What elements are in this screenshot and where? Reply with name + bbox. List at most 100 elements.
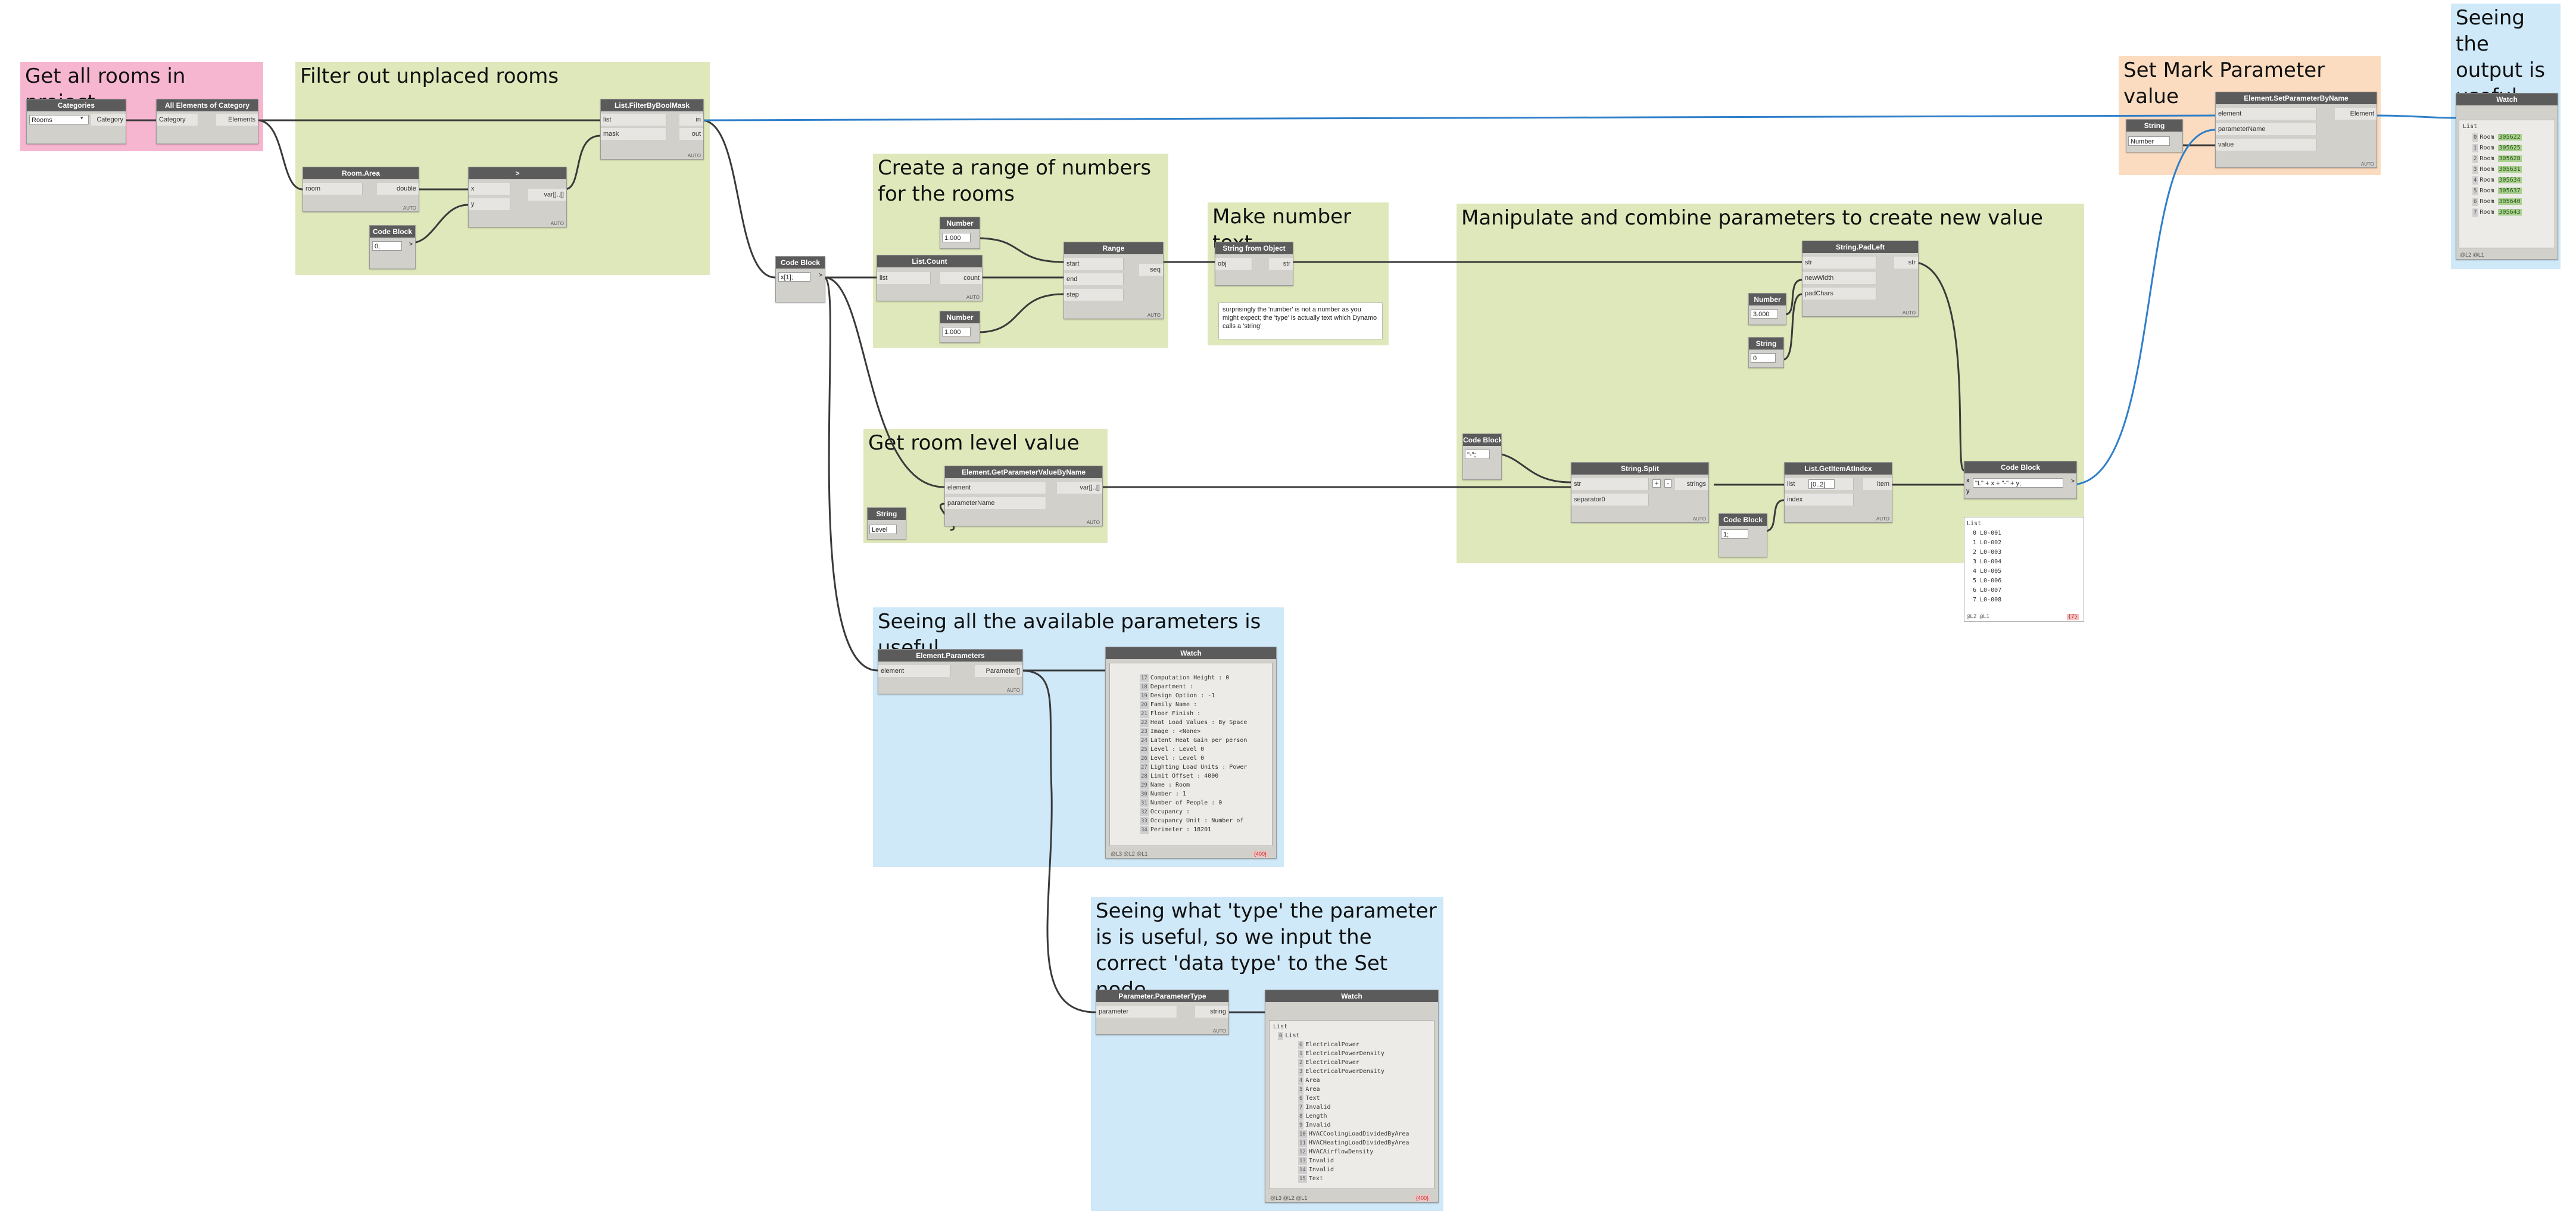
- number-input[interactable]: 3.000: [1751, 309, 1778, 319]
- in-port-end[interactable]: end: [1064, 273, 1124, 285]
- string-node[interactable]: String 0: [1748, 337, 1784, 368]
- out-port[interactable]: str: [1269, 258, 1293, 270]
- element-id[interactable]: 305637: [2497, 188, 2522, 194]
- element-id[interactable]: 305634: [2497, 177, 2522, 183]
- in-port-element[interactable]: element: [945, 482, 1046, 494]
- out-port[interactable]: seq: [1139, 264, 1163, 276]
- out-port[interactable]: var[]..[]: [528, 189, 566, 201]
- in-port[interactable]: list: [877, 272, 931, 284]
- code-block-node[interactable]: Code Block x[1]; >: [775, 256, 825, 302]
- number-input[interactable]: 1.000: [942, 327, 971, 336]
- range-node[interactable]: Range start end step seq AUTO: [1064, 242, 1164, 319]
- string-node[interactable]: String Level: [867, 507, 906, 539]
- in-port[interactable]: parameter: [1096, 1006, 1177, 1018]
- in-port-str[interactable]: str: [1571, 478, 1649, 490]
- get-parameter-value-by-name-node[interactable]: Element.GetParameterValueByName element …: [944, 466, 1103, 526]
- in-port-parametername[interactable]: parameterName: [945, 497, 1046, 509]
- out-port-out[interactable]: out: [679, 128, 703, 140]
- out-port[interactable]: Element: [2335, 108, 2377, 120]
- code-editor[interactable]: 1;: [1721, 529, 1748, 539]
- code-block-node[interactable]: Code Block 1;: [1719, 513, 1767, 557]
- list-count-node[interactable]: List.Count list count AUTO: [877, 255, 983, 301]
- in-port[interactable]: Category: [157, 114, 198, 126]
- string-from-object-node[interactable]: String from Object obj str: [1215, 242, 1293, 286]
- greater-than-node[interactable]: > x y var[]..[] AUTO: [468, 167, 567, 227]
- in-port-separator[interactable]: separator0: [1571, 494, 1649, 506]
- categories-node[interactable]: Categories Rooms ▾ Category: [26, 99, 126, 144]
- group-manipulate[interactable]: Manipulate and combine parameters to cre…: [1457, 204, 2084, 563]
- in-port-start[interactable]: start: [1064, 258, 1124, 270]
- string-padleft-node[interactable]: String.PadLeft str newWidth padChars str…: [1802, 241, 1919, 317]
- code-editor[interactable]: x[1];: [778, 272, 810, 282]
- index-preview[interactable]: [0..2]: [1808, 479, 1835, 489]
- number-node[interactable]: Number 1.000: [940, 217, 980, 249]
- element-id[interactable]: 305622: [2497, 134, 2522, 141]
- string-input[interactable]: Number: [2128, 136, 2170, 146]
- out-port[interactable]: double: [377, 183, 419, 195]
- out-port[interactable]: string: [1195, 1006, 1228, 1018]
- in-port[interactable]: room: [303, 183, 363, 195]
- out-port[interactable]: var[]..[]: [1057, 482, 1102, 494]
- element-id[interactable]: 305631: [2497, 166, 2522, 173]
- element-parameters-node[interactable]: Element.Parameters element Parameter[] A…: [878, 649, 1023, 694]
- in-port-index[interactable]: index: [1785, 494, 1854, 506]
- in-port[interactable]: element: [878, 665, 951, 677]
- out-port[interactable]: Parameter[]: [975, 665, 1022, 677]
- out-port[interactable]: str: [1894, 257, 1918, 269]
- parameter-type-node[interactable]: Parameter.ParameterType parameter string…: [1096, 990, 1229, 1035]
- code-block-node[interactable]: Code Block 0; >: [369, 225, 416, 269]
- in-port-padchars[interactable]: padChars: [1802, 288, 1876, 300]
- in-port-value[interactable]: value: [2216, 139, 2317, 151]
- string-node[interactable]: String Number: [2126, 119, 2183, 152]
- room-area-node[interactable]: Room.Area room double AUTO: [302, 167, 419, 212]
- out-port[interactable]: Elements: [216, 114, 258, 126]
- out-port[interactable]: Category: [91, 114, 126, 126]
- remove-input-button[interactable]: -: [1664, 479, 1671, 488]
- out-port[interactable]: strings: [1675, 478, 1708, 490]
- output-arrow-icon[interactable]: >: [409, 241, 413, 248]
- add-input-button[interactable]: +: [1652, 479, 1661, 488]
- output-arrow-icon[interactable]: >: [819, 272, 822, 279]
- out-port[interactable]: item: [1863, 478, 1892, 490]
- all-elements-of-category-node[interactable]: All Elements of Category Category Elemen…: [156, 99, 258, 144]
- in-port-y[interactable]: y: [469, 198, 510, 210]
- output-arrow-icon[interactable]: >: [2071, 478, 2075, 485]
- string-input[interactable]: Level: [869, 525, 897, 534]
- number-input[interactable]: 1.000: [942, 233, 971, 242]
- in-port[interactable]: obj: [1215, 258, 1252, 270]
- in-port-mask[interactable]: mask: [601, 128, 666, 140]
- in-port-str[interactable]: str: [1802, 257, 1876, 269]
- element-id[interactable]: 305643: [2497, 209, 2522, 216]
- out-port[interactable]: count: [940, 272, 982, 284]
- in-port-element[interactable]: element: [2216, 108, 2317, 120]
- code-editor[interactable]: 0;: [372, 241, 402, 251]
- out-port-in[interactable]: in: [679, 114, 703, 126]
- in-port-newwidth[interactable]: newWidth: [1802, 272, 1876, 284]
- in-port-y[interactable]: y: [1966, 488, 1970, 495]
- filter-by-bool-mask-node[interactable]: List.FilterByBoolMask list mask in out A…: [600, 99, 704, 160]
- number-node[interactable]: Number 3.000: [1748, 293, 1786, 325]
- number-node[interactable]: Number 1.000: [940, 311, 980, 343]
- chevron-down-icon[interactable]: ▾: [80, 115, 83, 121]
- code-editor[interactable]: "L" + x + "-" + y;: [1973, 478, 2063, 488]
- in-port-list[interactable]: list: [601, 114, 666, 126]
- in-port-step[interactable]: step: [1064, 289, 1124, 301]
- code-editor[interactable]: "-";: [1465, 450, 1490, 459]
- element-id[interactable]: 305640: [2497, 198, 2522, 205]
- code-block-combine-node[interactable]: Code Block x y "L" + x + "-" + y; >: [1964, 461, 2077, 499]
- in-port-parametername[interactable]: parameterName: [2216, 123, 2317, 135]
- in-port-x[interactable]: x: [1966, 477, 1970, 484]
- in-port-x[interactable]: x: [469, 183, 510, 195]
- element-id[interactable]: 305628: [2497, 155, 2522, 162]
- string-input[interactable]: 0: [1751, 353, 1776, 363]
- get-item-at-index-node[interactable]: List.GetItemAtIndex list [0..2] index it…: [1784, 462, 1892, 523]
- category-dropdown[interactable]: Rooms: [29, 115, 89, 124]
